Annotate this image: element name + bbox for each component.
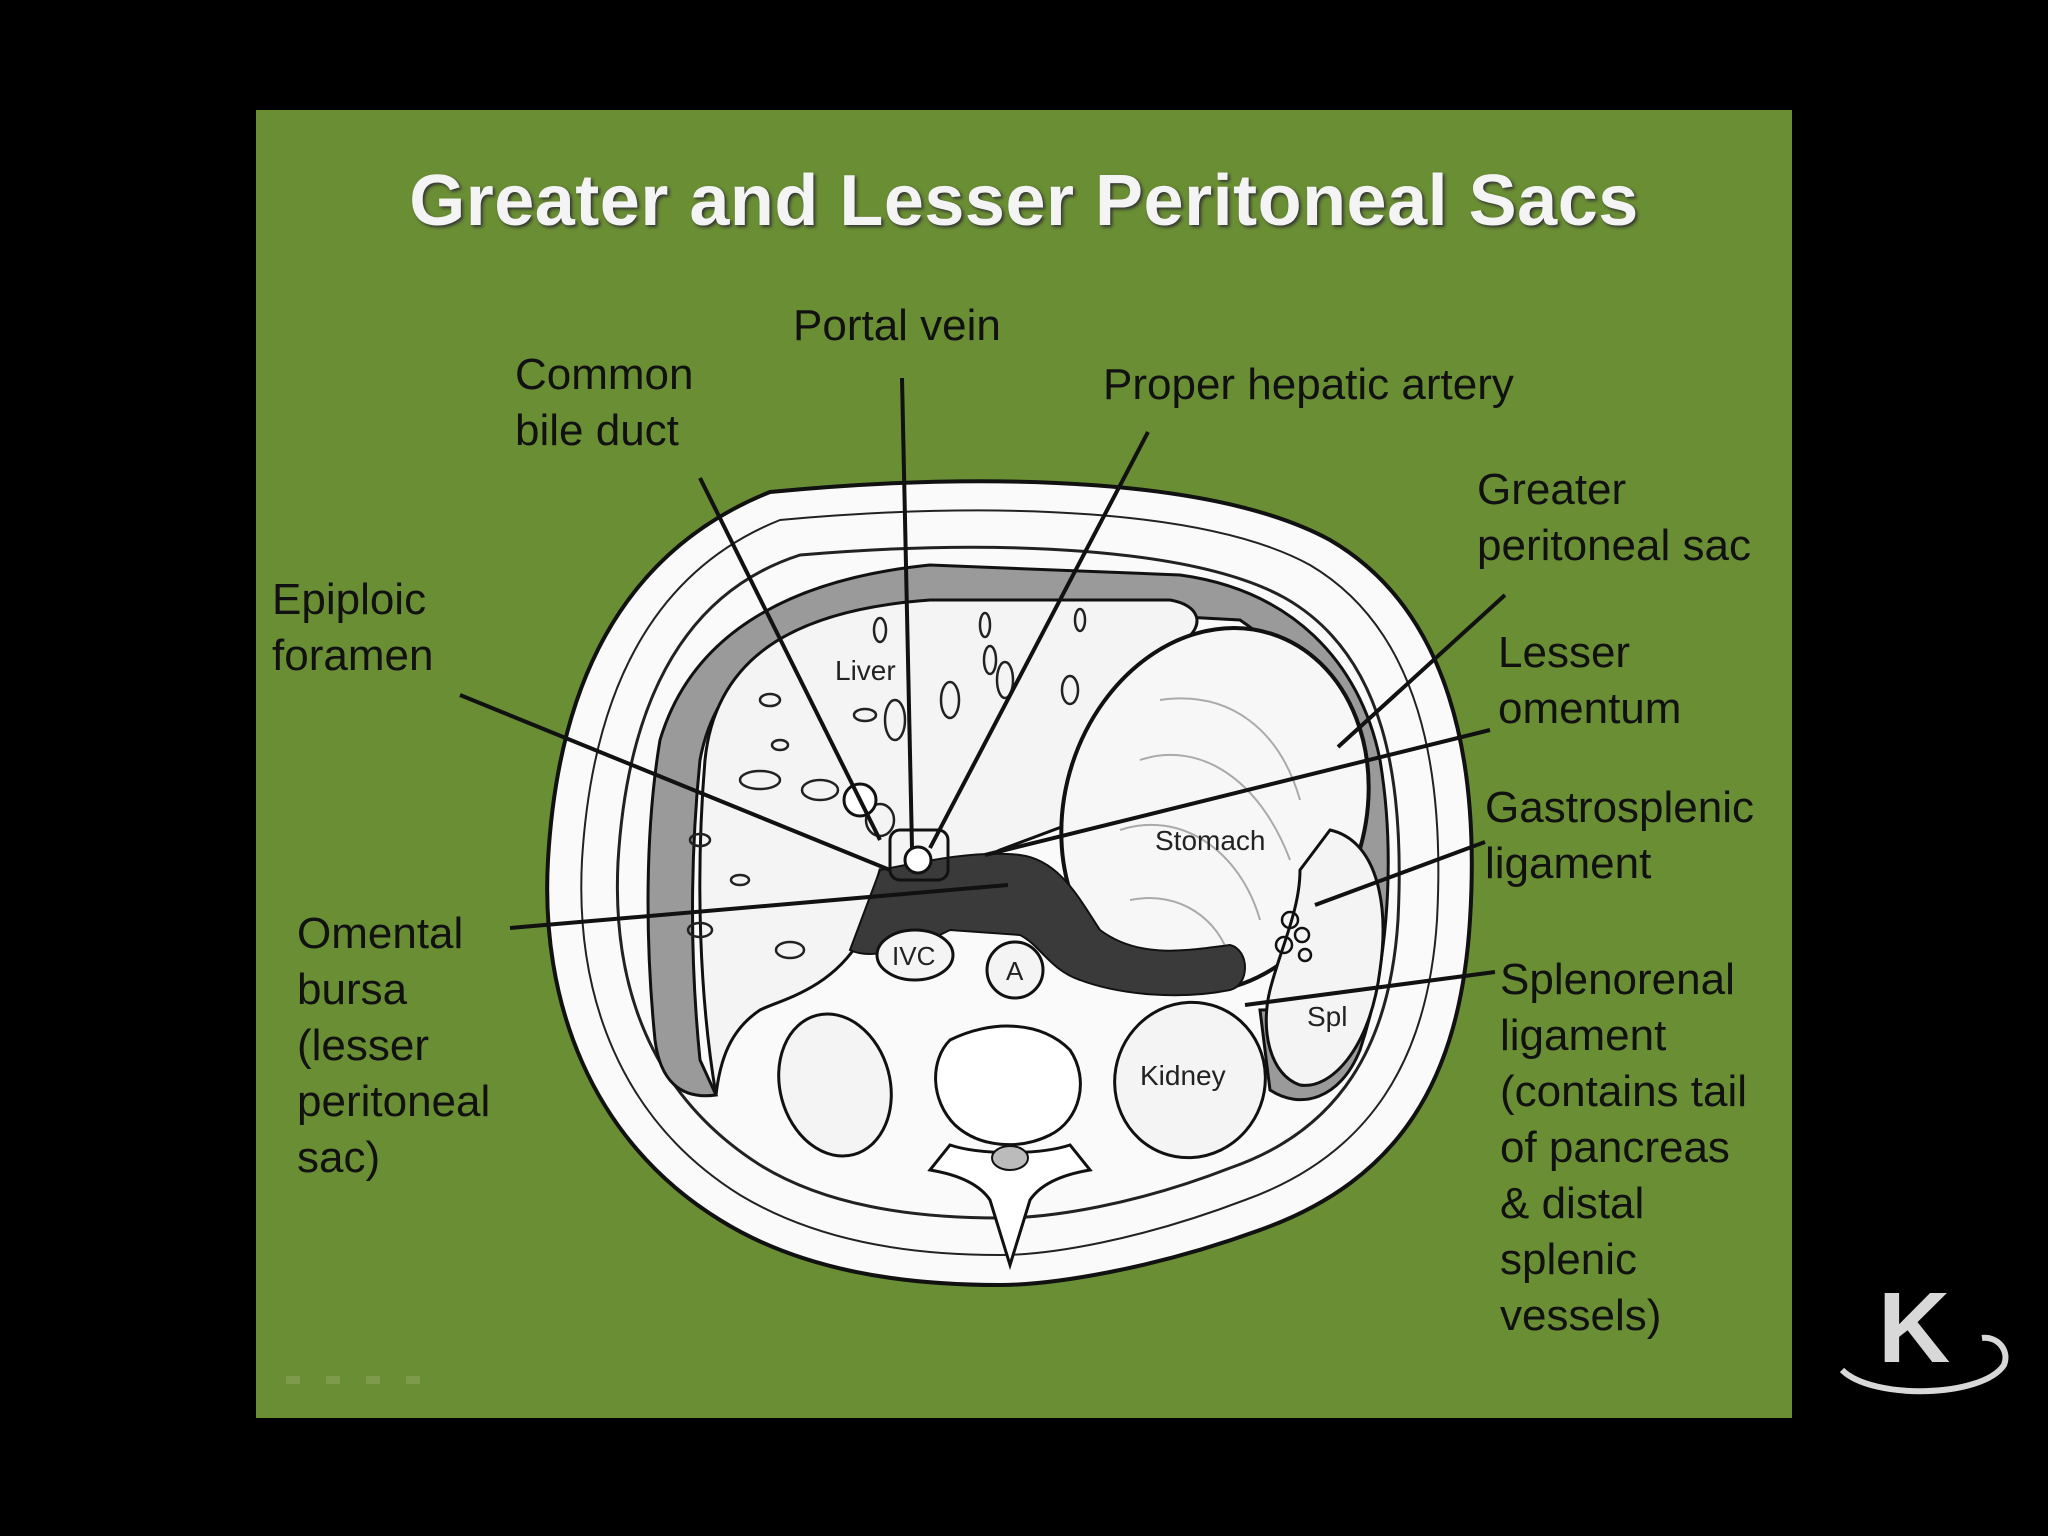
label-omental-bursa: Omental bursa (lesser peritoneal sac) bbox=[297, 909, 491, 1182]
logo-letter: K bbox=[1878, 1272, 1950, 1384]
liver-vessels bbox=[686, 607, 1087, 960]
slide-controls[interactable] bbox=[286, 1372, 466, 1388]
right-kidney-shape bbox=[1113, 1000, 1267, 1160]
slide-title: Greater and Lesser Peritoneal Sacs bbox=[409, 161, 1639, 241]
label-splenorenal-ligament: Splenorenal ligament (contains tail of p… bbox=[1500, 955, 1748, 1340]
organ-label-ivc: IVC bbox=[892, 941, 935, 971]
label-common-bile-duct: Common bile duct bbox=[515, 350, 694, 455]
label-lesser-omentum: Lesser omentum bbox=[1498, 628, 1682, 733]
body-wall-inner bbox=[580, 509, 1440, 1257]
label-gastrosplenic-ligament: Gastrosplenic ligament bbox=[1485, 783, 1755, 888]
label-epiploic-foramen: Epiploic foramen bbox=[272, 575, 434, 680]
label-portal-vein: Portal vein bbox=[793, 301, 1001, 350]
spinal-cord bbox=[991, 1145, 1029, 1171]
portal-vein-circle bbox=[903, 845, 933, 875]
spleen-shape bbox=[1264, 828, 1385, 1087]
organ-label-stomach: Stomach bbox=[1155, 825, 1266, 856]
splenic-vessels bbox=[1274, 910, 1313, 963]
organ-label-liver: Liver bbox=[835, 655, 896, 686]
muscle-layer bbox=[615, 545, 1401, 1220]
pointer-lines bbox=[459, 377, 1507, 1007]
k-logo-icon: K bbox=[1839, 1272, 2009, 1395]
left-kidney-shape bbox=[777, 1012, 893, 1158]
organ-label-aorta: A bbox=[1006, 956, 1024, 986]
ivc-shape bbox=[875, 928, 955, 982]
organ-label-spleen: Spl bbox=[1307, 1001, 1347, 1032]
organ-label-kidney: Kidney bbox=[1140, 1060, 1226, 1091]
label-greater-peritoneal-sac: Greater peritoneal sac bbox=[1477, 465, 1751, 570]
label-proper-hepatic-artery: Proper hepatic artery bbox=[1103, 360, 1514, 409]
aorta-shape bbox=[985, 940, 1045, 1000]
vertebra-body bbox=[934, 1024, 1082, 1147]
portal-triad-box bbox=[888, 828, 950, 882]
